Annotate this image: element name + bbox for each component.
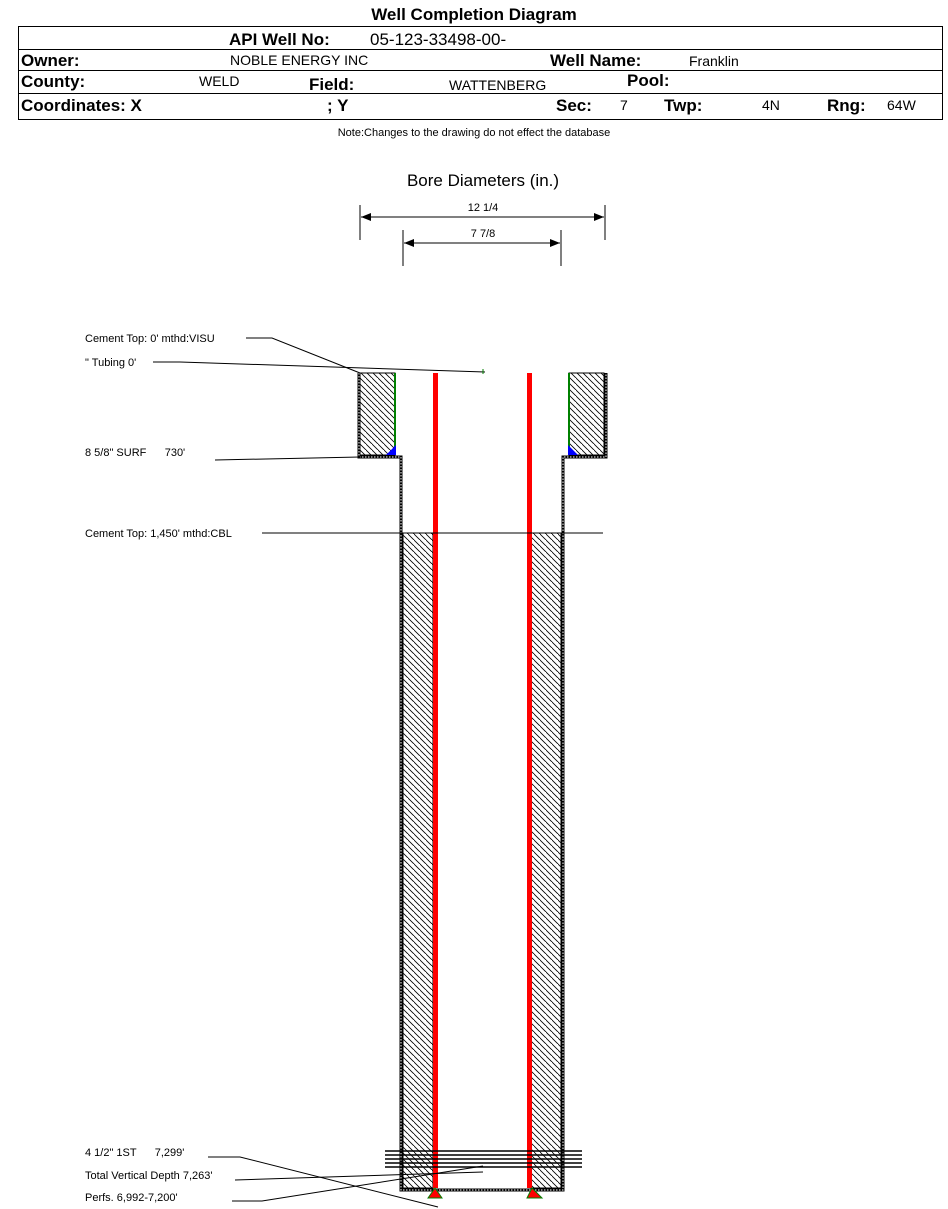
rng-value: 64W [887,97,916,113]
cement-top-1-label: Cement Top: 0' mthd:VISU [85,333,215,345]
bore-title: Bore Diameters (in.) [407,171,559,190]
pool-label: Pool: [627,71,670,90]
note: Note:Changes to the drawing do not effec… [337,127,611,139]
twp-value: 4N [762,97,780,113]
twp-label: Twp: [664,96,703,115]
well-info-table: API Well No: 05-123-33498-00- Owner: NOB… [18,26,943,120]
surface-cement-right [568,372,605,456]
tvd-label: Total Vertical Depth 7,263' [85,1170,212,1182]
surface-cement-left [359,372,396,456]
production-cement-left [402,532,434,1189]
api-label: API Well No: [229,30,330,49]
casing-shoe-icon [427,1187,443,1199]
coord-label: Coordinates: X [21,96,142,115]
bore-dimension-lines [359,205,606,266]
rng-label: Rng: [827,96,866,115]
well-name-label: Well Name: [550,51,642,70]
shoe-icon [568,445,578,455]
coord-y-label: ; Y [327,96,349,115]
bore-2-label: 7 7/8 [471,228,495,240]
owner-label: Owner: [21,51,80,70]
shoe-icon [386,445,396,455]
api-value: 05-123-33498-00- [370,30,507,49]
cement-top-2-label: Cement Top: 1,450' mthd:CBL [85,528,232,540]
production-casing-label: 4 1/2" 1ST 7,299' [85,1147,184,1159]
tubing-label: " Tubing 0' [85,357,136,369]
surface-casing-label: 8 5/8" SURF 730' [85,447,185,459]
bore-1-label: 12 1/4 [468,202,499,214]
sec-value: 7 [620,97,628,113]
casing-shoe-icon [526,1187,544,1199]
county-label: County: [21,72,86,91]
county-value: WELD [199,73,240,89]
tubing-left [433,373,438,1188]
sec-label: Sec: [556,96,592,115]
perforations [385,1150,582,1168]
perfs-label: Perfs. 6,992-7,200' [85,1192,178,1204]
borehole-wall [357,373,608,1192]
tubing-right [527,373,532,1188]
page-title: Well Completion Diagram [371,5,577,24]
leader-lines [153,337,486,1208]
field-label: Field: [309,75,355,94]
production-cement-right [530,532,562,1189]
well-name-value: Franklin [689,53,739,69]
owner-value: NOBLE ENERGY INC [230,52,369,68]
field-value: WATTENBERG [449,77,547,93]
